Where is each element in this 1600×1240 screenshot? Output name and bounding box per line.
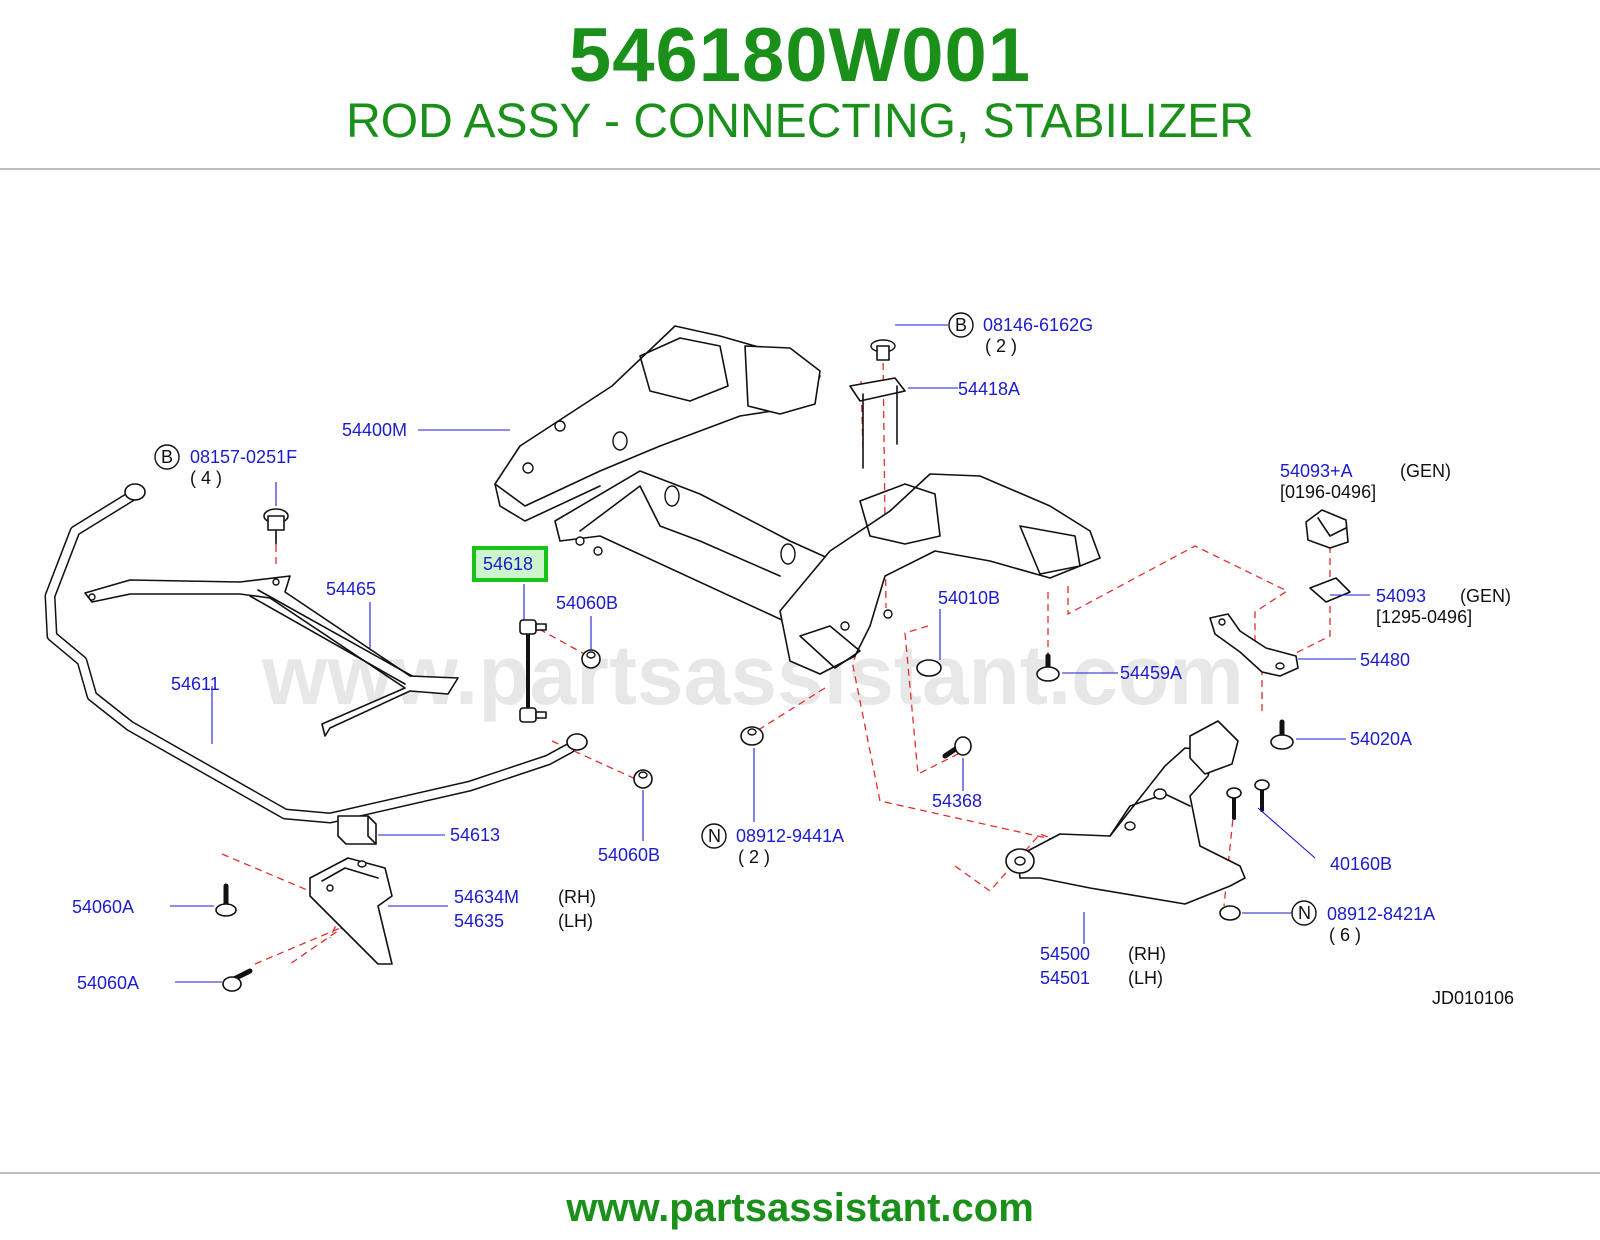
bolt-54060A-upper — [215, 883, 237, 917]
diagram-code: JD010106 — [1432, 988, 1514, 1008]
date-range-54093A: [0196-0496] — [1280, 482, 1376, 502]
brace-54465 — [84, 575, 459, 737]
bracket-54418A — [849, 339, 906, 469]
label-54500[interactable]: 54500 — [1040, 944, 1090, 964]
bushing-54613 — [337, 815, 377, 845]
lower-arm-54500 — [1005, 720, 1246, 905]
qty-08912-9441A: ( 2 ) — [738, 847, 770, 867]
bolts-40160B — [1226, 779, 1270, 820]
footer-divider — [0, 1172, 1600, 1174]
label-54093[interactable]: 54093 — [1376, 586, 1426, 606]
marker-b-08146-letter: B — [955, 315, 967, 335]
gen-54093A: (GEN) — [1400, 461, 1451, 481]
footer-website-link[interactable]: www.partsassistant.com — [566, 1186, 1034, 1230]
label-54635[interactable]: 54635 — [454, 911, 504, 931]
label-54480[interactable]: 54480 — [1360, 650, 1410, 670]
subframe-54400M — [494, 325, 1101, 675]
label-54611[interactable]: 54611 — [171, 674, 220, 694]
label-54501[interactable]: 54501 — [1040, 968, 1090, 988]
watermark-text: www.partsassistant.com — [261, 628, 1244, 722]
connecting-rod-54618 — [519, 619, 547, 723]
label-54618[interactable]: 54618 — [483, 554, 533, 574]
bolt-54368 — [942, 736, 972, 759]
side-54500: (RH) — [1128, 944, 1166, 964]
marker-n-08912-8421 — [1291, 900, 1317, 926]
date-range-54093: [1295-0496] — [1376, 607, 1472, 627]
label-54020A[interactable]: 54020A — [1350, 729, 1412, 749]
label-08146-6162G[interactable]: 08146-6162G — [983, 315, 1093, 335]
bolt-54020A — [1270, 719, 1294, 750]
label-54060B-lower[interactable]: 54060B — [598, 845, 660, 865]
qty-08912-8421A: ( 6 ) — [1329, 925, 1361, 945]
qty-08146-6162G: ( 2 ) — [985, 336, 1017, 356]
nut-54060B-upper — [581, 649, 601, 669]
label-54060A-lower[interactable]: 54060A — [77, 973, 139, 993]
label-54060B-upper[interactable]: 54060B — [556, 593, 618, 613]
marker-n-08912-9441-letter: N — [708, 826, 721, 846]
callout-markers: B B N N — [154, 312, 1317, 926]
stabilizer-bar-54611 — [44, 483, 588, 824]
bracket-54480 — [1209, 613, 1299, 677]
bracket-54634M — [309, 857, 393, 965]
marker-n-08912-8421-letter: N — [1298, 903, 1311, 923]
label-08912-8421A[interactable]: 08912-8421A — [1327, 904, 1435, 924]
bushing-54093 — [1309, 577, 1351, 603]
bolt-54060A-lower — [222, 968, 253, 992]
marker-n-08912-9441 — [701, 823, 727, 849]
highlight-box-54618 — [472, 546, 548, 582]
marker-b-08146 — [948, 312, 974, 338]
side-54634M: (RH) — [558, 887, 596, 907]
header-divider — [0, 168, 1600, 170]
gen-54093: (GEN) — [1460, 586, 1511, 606]
qty-08157-0251F: ( 4 ) — [190, 468, 222, 488]
label-08912-9441A[interactable]: 08912-9441A — [736, 826, 844, 846]
label-54634M[interactable]: 54634M — [454, 887, 519, 907]
label-40160B[interactable]: 40160B — [1330, 854, 1392, 874]
part-description: ROD ASSY - CONNECTING, STABILIZER — [346, 95, 1254, 148]
label-54400M[interactable]: 54400M — [342, 420, 407, 440]
side-54635: (LH) — [558, 911, 593, 931]
label-54368[interactable]: 54368 — [932, 791, 982, 811]
bushing-54093A — [1305, 509, 1349, 549]
label-54060A-upper[interactable]: 54060A — [72, 897, 134, 917]
page-header: 546180W001 ROD ASSY - CONNECTING, STABIL… — [0, 0, 1600, 168]
nut-54060B-lower — [633, 769, 653, 789]
nut-54010B — [916, 659, 942, 677]
label-54613[interactable]: 54613 — [450, 825, 500, 845]
leader-lines — [170, 324, 1370, 983]
bolt-54459A — [1036, 653, 1060, 682]
label-54093A[interactable]: 54093+A — [1280, 461, 1353, 481]
parts-diagram: www.partsassistant.com — [0, 296, 1600, 1046]
label-54459A[interactable]: 54459A — [1120, 663, 1182, 683]
nut-08912-9441A — [740, 726, 764, 746]
diagram-canvas: www.partsassistant.com — [44, 312, 1514, 1008]
label-54465[interactable]: 54465 — [326, 579, 376, 599]
part-labels: 08146-6162G ( 2 ) 54418A 54400M 08157-02… — [72, 315, 1514, 1008]
label-54010B[interactable]: 54010B — [938, 588, 1000, 608]
marker-b-08157 — [154, 444, 180, 470]
bolt-08157 — [263, 508, 289, 545]
marker-b-08157-letter: B — [161, 447, 173, 467]
nut-08912-8421A — [1219, 905, 1241, 921]
label-54418A[interactable]: 54418A — [958, 379, 1020, 399]
side-54501: (LH) — [1128, 968, 1163, 988]
part-number-title: 546180W001 — [568, 13, 1032, 98]
label-08157-0251F[interactable]: 08157-0251F — [190, 447, 297, 467]
